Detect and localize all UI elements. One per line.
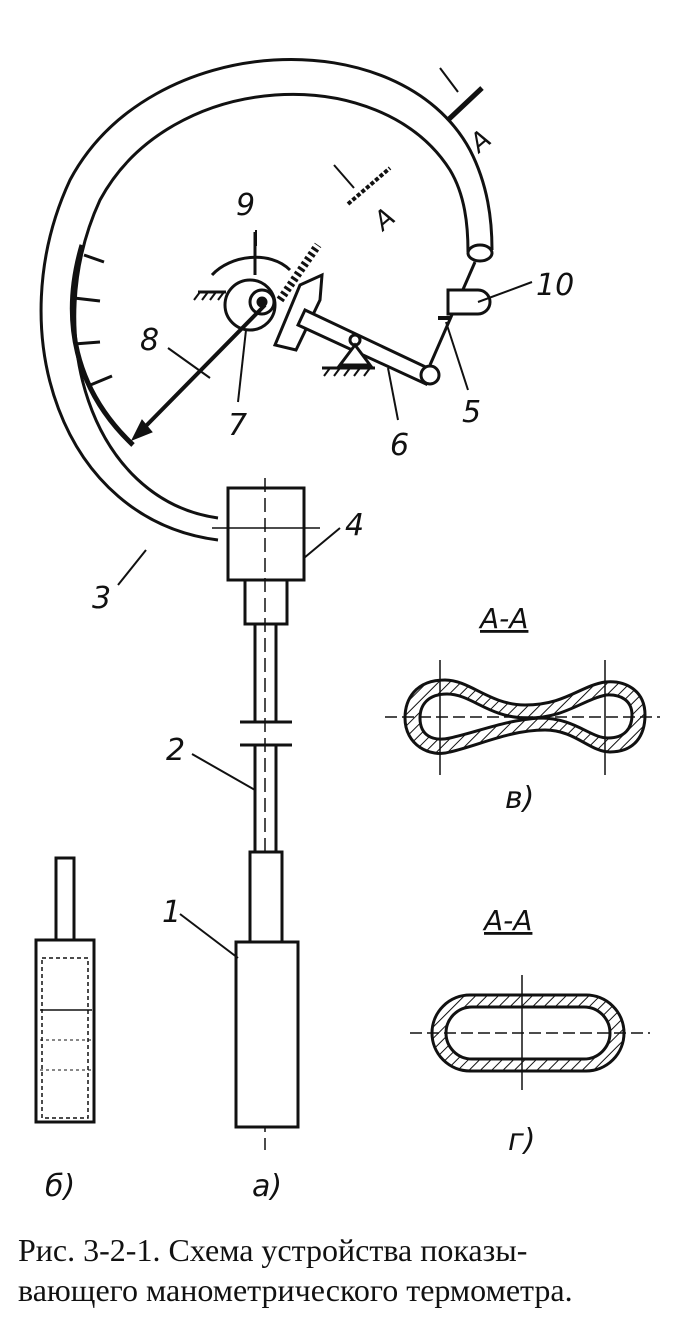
figure-caption: Рис. 3-2-1. Схема устройства показы- ваю… [18, 1230, 678, 1310]
label-3: 3 [92, 581, 111, 616]
view-label-b: б) [45, 1169, 75, 1204]
section-g-oval [410, 975, 650, 1090]
view-label-a: а) [252, 1169, 282, 1204]
section-g-title: А-А [482, 904, 532, 937]
caption-line-2: вающего манометрического термометра. [18, 1272, 573, 1308]
capillary [240, 625, 292, 852]
label-9: 9 [236, 188, 255, 223]
section-marker-lower [333, 164, 392, 206]
label-6: 6 [390, 428, 409, 463]
label-4: 4 [345, 508, 364, 543]
view-label-v: в) [505, 781, 534, 816]
label-8: 8 [140, 323, 159, 358]
transmission-lever [296, 261, 477, 387]
immersed-bulb [34, 856, 96, 1124]
label-1: 1 [162, 895, 181, 930]
label-10: 10 [536, 268, 574, 303]
label-2: 2 [166, 733, 185, 768]
section-v-dumbbell [385, 660, 660, 775]
label-7: 7 [228, 408, 247, 443]
section-letter-lower: A [367, 202, 401, 238]
section-letter-upper: A [463, 124, 497, 160]
caption-line-1: Рис. 3-2-1. Схема устройства показы- [18, 1232, 528, 1268]
section-v-title: А-А [478, 602, 528, 635]
thermometer-schematic: 9 8 7 6 5 10 4 3 2 1 A A А-А А-А в) г) б… [34, 57, 660, 1204]
bourdon-tube [39, 57, 494, 542]
gear-mechanism [223, 242, 324, 352]
dial-scale [69, 244, 135, 447]
view-label-g: г) [508, 1123, 535, 1158]
leader-lines [117, 230, 533, 959]
thermal-bulb [234, 850, 300, 1129]
pointer [130, 303, 267, 441]
label-5: 5 [462, 395, 481, 430]
tube-end-tip [438, 288, 492, 320]
hair-spring [193, 232, 292, 301]
section-marker-upper [439, 67, 484, 122]
